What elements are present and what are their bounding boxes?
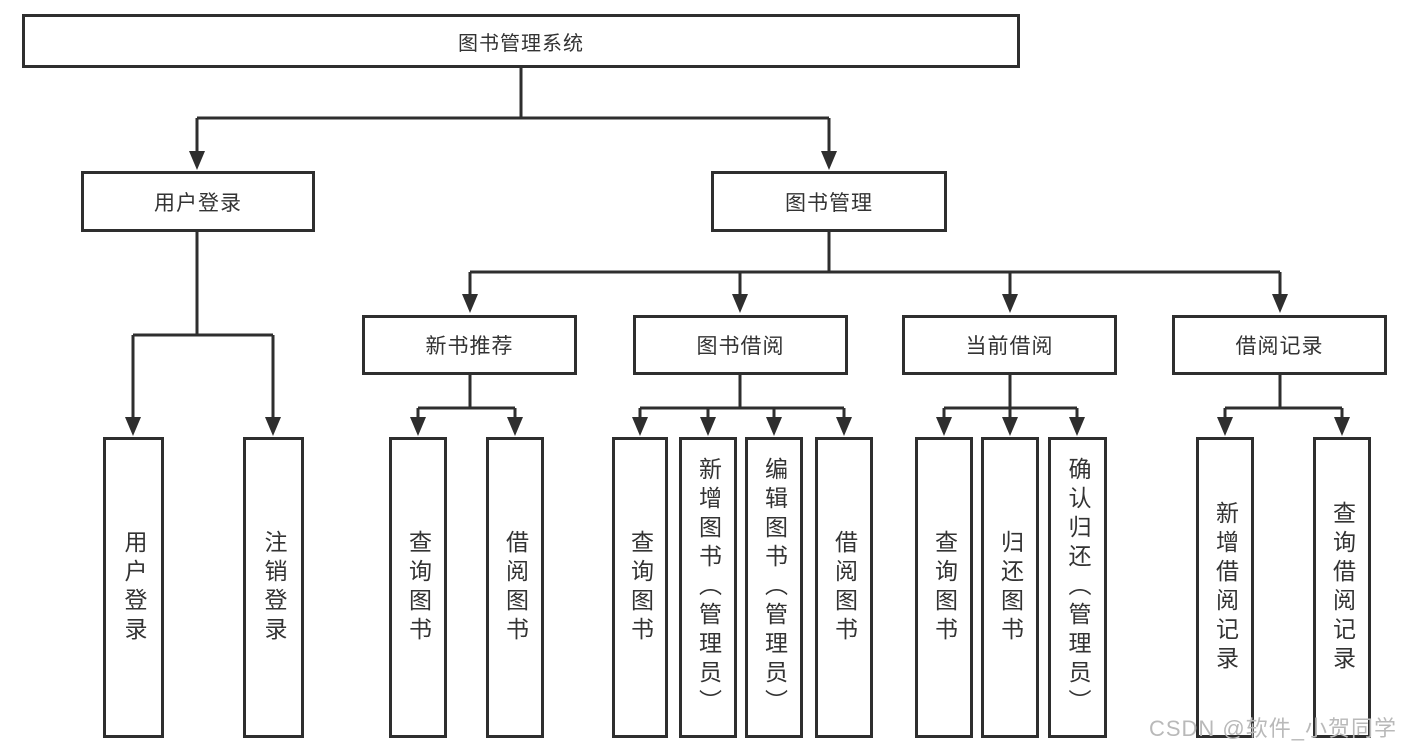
node-book-management: 图书管理 (711, 171, 947, 232)
node-book-borrowing: 图书借阅 (633, 315, 848, 375)
leaf-query-borrow-record: 查询借阅记录 (1313, 437, 1371, 738)
leaf-label: 确认归还（管理员） (1065, 457, 1091, 718)
csdn-watermark: CSDN @软件_小贺同学 (1148, 716, 1397, 741)
node-current-borrowing: 当前借阅 (902, 315, 1117, 375)
leaf-label: 查询图书 (627, 529, 654, 646)
leaf-label: 新增借阅记录 (1212, 500, 1239, 675)
leaf-confirm-return-admin: 确认归还（管理员） (1048, 437, 1107, 738)
leaf-edit-book-admin: 编辑图书（管理员） (745, 437, 803, 738)
leaf-user-login: 用户登录 (103, 437, 164, 738)
node-label: 图书借阅 (696, 335, 785, 358)
leaf-label: 查询借阅记录 (1329, 500, 1356, 675)
leaf-query-books-current: 查询图书 (915, 437, 973, 738)
leaf-query-books-recommend: 查询图书 (389, 437, 447, 738)
leaf-label: 查询图书 (405, 529, 432, 646)
node-label: 新书推荐 (425, 335, 514, 358)
leaf-return-book: 归还图书 (981, 437, 1039, 738)
leaf-logout: 注销登录 (243, 437, 304, 738)
node-library-system: 图书管理系统 (22, 14, 1020, 68)
node-label: 当前借阅 (965, 335, 1054, 358)
leaf-borrow-books-recommend: 借阅图书 (486, 437, 544, 738)
leaf-label: 归还图书 (997, 529, 1024, 646)
leaf-label: 借阅图书 (831, 529, 858, 646)
leaf-add-borrow-record: 新增借阅记录 (1196, 437, 1254, 738)
node-label: 用户登录 (154, 191, 242, 215)
node-borrowing-records: 借阅记录 (1172, 315, 1387, 375)
node-new-book-recommend: 新书推荐 (362, 315, 577, 375)
node-label: 借阅记录 (1235, 335, 1324, 358)
leaf-label: 查询图书 (931, 529, 958, 646)
node-user-login: 用户登录 (81, 171, 315, 232)
leaf-label: 用户登录 (121, 529, 147, 646)
leaf-label: 注销登录 (261, 529, 287, 646)
leaf-borrow-books-borrowing: 借阅图书 (815, 437, 873, 738)
leaf-label: 借阅图书 (502, 529, 529, 646)
leaf-query-books-borrowing: 查询图书 (612, 437, 668, 738)
node-label: 图书管理系统 (458, 32, 584, 55)
leaf-add-book-admin: 新增图书（管理员） (679, 437, 737, 738)
node-label: 图书管理 (785, 191, 873, 215)
leaf-label: 新增图书（管理员） (695, 457, 722, 718)
leaf-label: 编辑图书（管理员） (761, 457, 788, 718)
